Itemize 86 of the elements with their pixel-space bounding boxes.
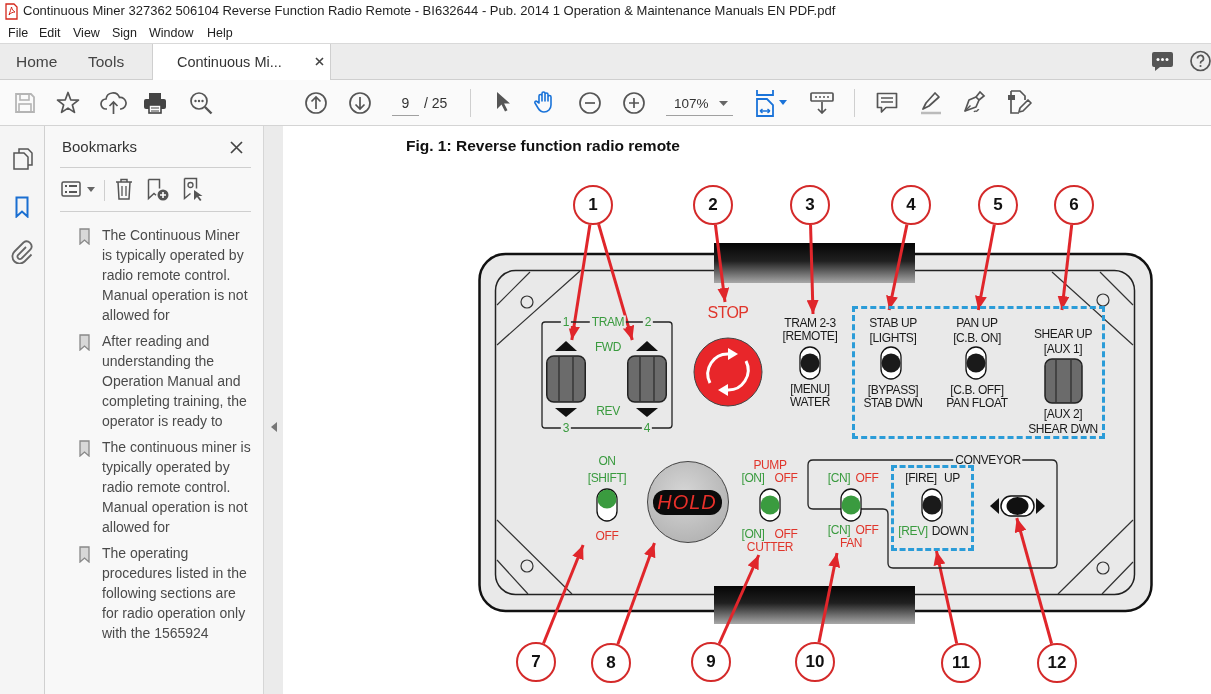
menu-item: File [8,25,29,41]
control-label: [AUX 2] [1043,407,1083,421]
bookmark-text: The continuous miner is typically operated by radio remote control. Manual operation is not allowed for [102,438,251,537]
control-label: SHEAR UP [1033,327,1093,341]
control-label: PAN UP [956,316,998,330]
tab-label: Home [16,52,58,71]
zoom-field: 107% [666,92,733,116]
leader-arrow [542,544,585,644]
panel-heading: Bookmarks [62,138,138,156]
control-label: OFF [855,471,879,485]
control-label: PUMP [753,458,787,472]
control-label: [ON] [741,471,765,485]
control-label: FAN [839,536,863,550]
control-label: PAN FLOAT [946,396,1008,410]
leader-arrow [817,552,841,643]
callout-number: 5 [978,185,1018,225]
control-label: OFF [774,527,798,541]
tab: Continuous Mi... [152,44,331,80]
callout-number: 1 [573,185,613,225]
callout-number: 12 [1037,643,1077,683]
control-label: UP [944,471,960,485]
leader-arrow [1057,224,1074,311]
control-label: [AUX 1] [1043,342,1083,356]
control-label: 1 [560,315,572,329]
callout-number: 6 [1054,185,1094,225]
figure-title: Fig. 1: Reverse function radio remote [406,137,680,155]
callout-number: 7 [516,642,556,682]
leader-arrow [933,550,959,644]
control-label: 4 [641,421,653,435]
tab-label: Tools [88,52,125,71]
display-readout: HOLD [652,489,722,515]
control-label: OFF [774,471,798,485]
control-label: [REV] [898,524,928,538]
callout-number: 11 [941,643,981,683]
control-label: [CN] [827,471,851,485]
control-label: [CN] [827,523,851,537]
bookmark-text: The operating procedures listed in the following sections are for radio operation only with the 1565924 [102,544,248,643]
control-label: TRAM 2-3 [784,316,836,330]
control-label: STOP [707,304,749,322]
control-label: 2 [642,315,654,329]
control-label: 3 [560,421,572,435]
control-label: [LIGHTS] [869,331,917,345]
bookmark-text: After reading and understanding the Operation Manual and completing training, the operator is ready to [102,332,248,431]
control-label: FWD [594,340,622,354]
control-label: STAB UP [869,316,917,330]
menu-item: Window [149,25,194,41]
callout-number: 10 [795,642,835,682]
control-label: STAB DWN [863,396,923,410]
leader-arrow [1014,517,1054,645]
control-label: [MENU] [790,382,830,396]
control-label: [SHIFT] [587,471,627,485]
page-number-field: 9 [392,92,419,116]
dashed-outline [891,465,974,551]
leader-arrow [975,224,996,311]
callout-number: 2 [693,185,733,225]
leader-arrow [616,542,656,645]
control-label: OFF [855,523,879,537]
control-label: [ON] [741,527,765,541]
control-label: CUTTER [746,540,794,554]
menu-item: Help [207,25,233,41]
control-label: REV [596,404,620,418]
control-label: DOWN [931,524,969,538]
bookmark-text: The Continuous Miner is typically operated by radio remote control. Manual operation is not allowed for [102,226,249,325]
control-label: SHEAR DWN [1028,422,1098,436]
control-label: WATER [790,395,830,409]
callout-number: 4 [891,185,931,225]
leader-arrow [806,224,819,315]
control-label: TRAM [589,315,627,329]
window-title: Continuous Miner 327362 506104 Reverse Function Radio Remote - BI632644 - Pub. 2014 1 Operation & Maintenance Manuals EN PDF.pdf [23,3,836,19]
control-label: [FIRE] [905,471,937,485]
control-label: CONVEYOR [953,453,1023,467]
control-label: [C.B. ON] [953,331,1001,345]
callout-number: 9 [691,642,731,682]
control-label: OFF [595,529,619,543]
control-label: [REMOTE] [782,329,838,343]
leader-arrow [597,223,635,341]
control-label: [C.B. OFF] [950,383,1004,397]
callout-number: 3 [790,185,830,225]
page-count: / 25 [424,94,448,112]
menu-item: View [73,25,100,41]
callout-number: 8 [591,643,631,683]
dashed-outline [852,306,1105,439]
menu-item: Sign [112,25,138,41]
control-label: [BYPASS] [867,383,919,397]
control-label: ON [598,454,616,468]
menu-item: Edit [39,25,61,41]
